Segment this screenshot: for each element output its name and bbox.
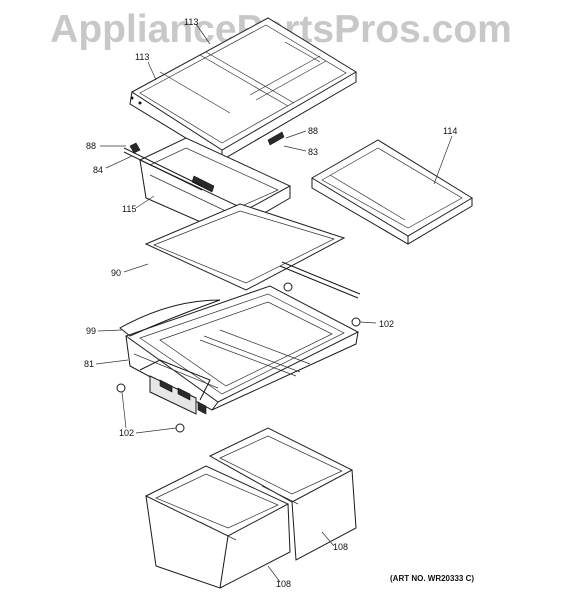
callout-88-right: 88: [308, 126, 319, 136]
callout-113-left: 113: [135, 52, 150, 62]
callout-108-left: 108: [276, 579, 292, 589]
callout-88-left: 88: [86, 141, 97, 151]
callout-99: 99: [86, 326, 97, 336]
callout-84: 84: [93, 165, 104, 175]
shelf-113: [129, 17, 357, 161]
callout-115: 115: [122, 204, 137, 214]
frame-81: [116, 285, 361, 433]
callout-113-top: 113: [184, 17, 199, 27]
crisper-drawer-108-right: [208, 427, 357, 561]
callout-90: 90: [111, 268, 122, 278]
art-number: (ART NO. WR20333 C): [390, 574, 475, 583]
callout-81: 81: [84, 359, 95, 369]
glass-panel-90: [144, 203, 361, 299]
crisper-drawer-108-left: [144, 465, 291, 589]
drawer-115: [123, 137, 292, 235]
callout-102-left: 102: [119, 428, 135, 438]
callout-108-right: 108: [333, 542, 349, 552]
shelf-114: [311, 139, 473, 245]
callout-83: 83: [308, 147, 319, 157]
leader-lines: [95, 23, 453, 583]
callout-102-right: 102: [379, 319, 395, 329]
callout-114: 114: [443, 126, 458, 136]
